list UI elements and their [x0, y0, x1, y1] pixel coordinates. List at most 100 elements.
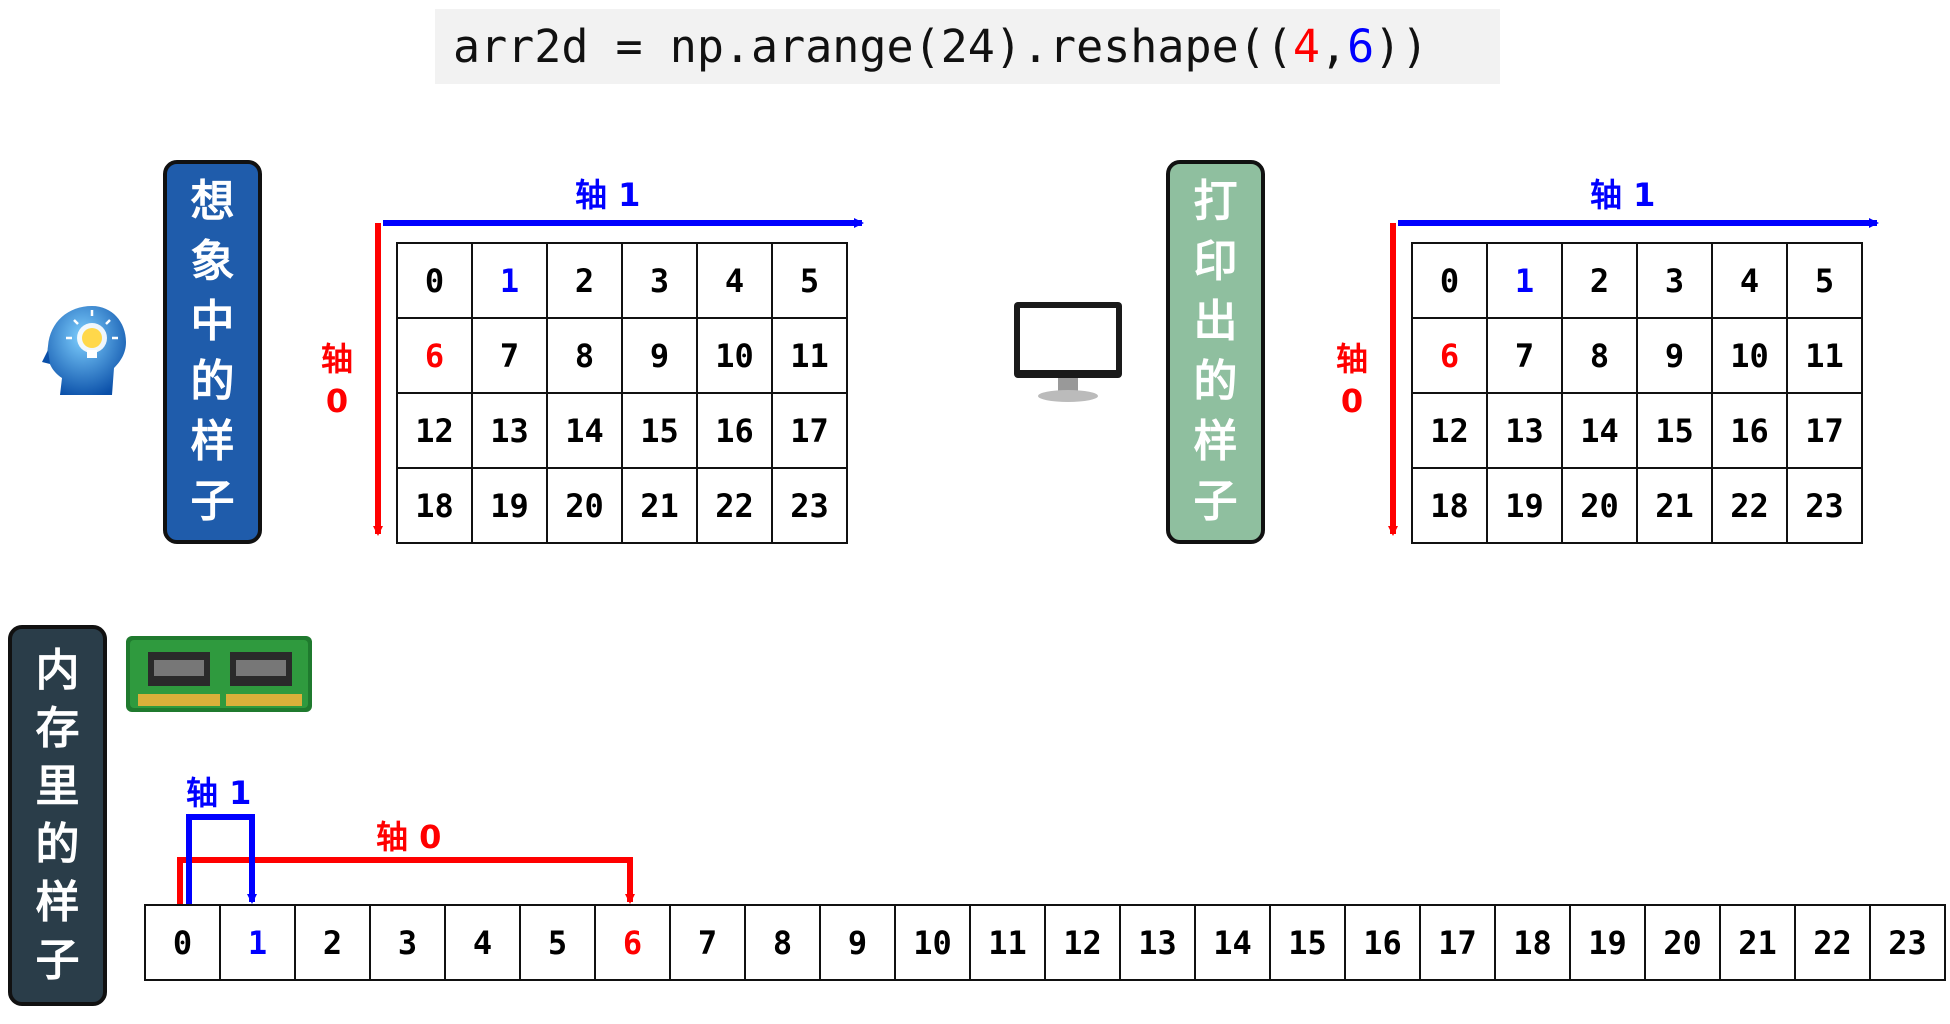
matrix-cell: 6	[396, 317, 473, 394]
printed-char: 出	[1193, 296, 1238, 347]
matrix-row: 6 7 8 9 10 11	[396, 317, 848, 394]
memory-label: 内 存 里 的 样 子	[8, 625, 107, 1006]
matrix-cell: 23	[771, 467, 848, 544]
matrix-cell: 17	[1786, 392, 1863, 469]
memory-axis0-label: 轴 0	[376, 818, 442, 856]
memory-cell: 16	[1344, 904, 1421, 981]
imagined-char: 样	[190, 416, 235, 467]
memory-cell: 15	[1269, 904, 1346, 981]
matrix-cell: 17	[771, 392, 848, 469]
matrix-cell: 11	[1786, 317, 1863, 394]
matrix-cell: 13	[471, 392, 548, 469]
matrix-cell: 5	[1786, 242, 1863, 319]
matrix-cell: 0	[1411, 242, 1488, 319]
right-axis1-label: 轴 1	[1590, 176, 1656, 214]
matrix-cell: 12	[396, 392, 473, 469]
matrix-cell: 9	[621, 317, 698, 394]
axis0-char: 轴	[320, 340, 353, 378]
matrix-cell: 21	[621, 467, 698, 544]
matrix-cell: 0	[396, 242, 473, 319]
matrix-cell: 22	[696, 467, 773, 544]
printed-char: 的	[1193, 356, 1238, 407]
imagined-char: 想	[190, 176, 235, 227]
matrix-cell: 14	[1561, 392, 1638, 469]
matrix-cell: 15	[1636, 392, 1713, 469]
right-axis0-label: 轴 0	[1329, 338, 1375, 422]
memory-cell: 4	[444, 904, 521, 981]
matrix-cell: 9	[1636, 317, 1713, 394]
matrix-cell: 23	[1786, 467, 1863, 544]
memory-strip: 0 1 2 3 4 5 6 7 8 9 10 11 12 13 14 15 16…	[144, 904, 1946, 981]
matrix-row: 12 13 14 15 16 17	[396, 392, 848, 469]
matrix-row: 0 1 2 3 4 5	[1411, 242, 1863, 319]
matrix-cell: 13	[1486, 392, 1563, 469]
memory-cell: 13	[1119, 904, 1196, 981]
axis0-num: 0	[1340, 382, 1364, 420]
matrix-cell: 2	[1561, 242, 1638, 319]
matrix-cell: 6	[1411, 317, 1488, 394]
matrix-cell: 3	[621, 242, 698, 319]
matrix-cell: 20	[1561, 467, 1638, 544]
matrix-cell: 14	[546, 392, 623, 469]
memory-axis1-bracket	[186, 814, 257, 904]
matrix-cell: 2	[546, 242, 623, 319]
matrix-cell: 19	[1486, 467, 1563, 544]
memory-axis1-label: 轴 1	[186, 774, 252, 812]
imagined-char: 的	[190, 356, 235, 407]
memory-cell: 12	[1044, 904, 1121, 981]
memory-cell: 9	[819, 904, 896, 981]
printed-matrix: 0 1 2 3 4 5 6 7 8 9 10 11 12 13 14 15 16…	[1411, 242, 1863, 544]
matrix-cell: 3	[1636, 242, 1713, 319]
matrix-cell: 7	[1486, 317, 1563, 394]
code-prefix: arr2d = np.arange(24).reshape((	[453, 20, 1293, 73]
monitor-icon	[1014, 302, 1122, 402]
code-line: arr2d = np.arange(24).reshape((4,6))	[435, 9, 1500, 84]
memory-cell: 5	[519, 904, 596, 981]
axis0-char: 轴	[1335, 340, 1368, 378]
matrix-cell: 10	[696, 317, 773, 394]
printed-label: 打 印 出 的 样 子	[1166, 160, 1265, 544]
matrix-cell: 5	[771, 242, 848, 319]
matrix-cell: 18	[396, 467, 473, 544]
imagined-char: 中	[190, 296, 235, 347]
memory-cell: 7	[669, 904, 746, 981]
imagined-char: 象	[190, 236, 235, 287]
memory-row: 0 1 2 3 4 5 6 7 8 9 10 11 12 13 14 15 16…	[144, 904, 1946, 981]
memory-cell: 14	[1194, 904, 1271, 981]
memory-char: 的	[35, 818, 80, 870]
memory-cell: 10	[894, 904, 971, 981]
memory-cell: 21	[1719, 904, 1796, 981]
matrix-cell: 20	[546, 467, 623, 544]
matrix-cell: 11	[771, 317, 848, 394]
matrix-cell: 7	[471, 317, 548, 394]
matrix-cell: 4	[1711, 242, 1788, 319]
memory-cell: 23	[1869, 904, 1946, 981]
memory-cell: 11	[969, 904, 1046, 981]
memory-char: 存	[35, 702, 80, 754]
code-comma: ,	[1319, 20, 1348, 73]
matrix-cell: 10	[1711, 317, 1788, 394]
matrix-row: 6 7 8 9 10 11	[1411, 317, 1863, 394]
matrix-cell: 8	[546, 317, 623, 394]
memory-cell: 2	[294, 904, 371, 981]
imagined-matrix: 0 1 2 3 4 5 6 7 8 9 10 11 12 13 14 15 16…	[396, 242, 848, 544]
memory-char: 里	[35, 760, 80, 812]
memory-cell: 8	[744, 904, 821, 981]
memory-char: 样	[35, 876, 80, 928]
imagined-label: 想 象 中 的 样 子	[163, 160, 262, 544]
memory-char: 子	[35, 934, 80, 986]
printed-char: 子	[1193, 476, 1238, 527]
memory-cell: 0	[144, 904, 221, 981]
printed-char: 印	[1193, 236, 1238, 287]
matrix-cell: 22	[1711, 467, 1788, 544]
code-suffix: ))	[1374, 20, 1429, 73]
printed-char: 打	[1193, 176, 1238, 227]
memory-cell: 20	[1644, 904, 1721, 981]
matrix-cell: 16	[1711, 392, 1788, 469]
left-axis1-label: 轴 1	[575, 176, 641, 214]
matrix-row: 0 1 2 3 4 5	[396, 242, 848, 319]
matrix-cell: 1	[471, 242, 548, 319]
memory-cell: 17	[1419, 904, 1496, 981]
memory-cell: 22	[1794, 904, 1871, 981]
